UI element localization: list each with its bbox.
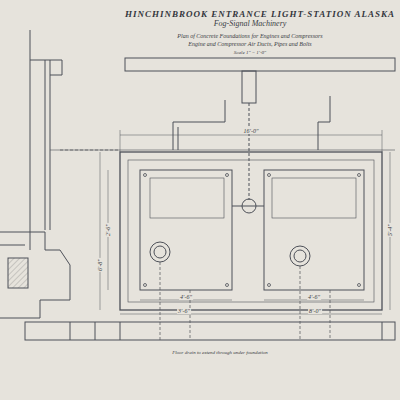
dimension: 6'-8" — [97, 258, 103, 272]
dimension: 4'-6" — [307, 294, 321, 300]
drawing-subtitle: Scale 1" = 1'-0" — [233, 50, 267, 55]
drawing-subtitle: Engine and Compressor Air Ducts, Pipes a… — [187, 41, 312, 47]
dimension: 4'-6" — [179, 294, 193, 300]
note: Floor drain to extend through under foun… — [171, 350, 269, 355]
dimension: 2'-6" — [105, 223, 111, 237]
dimension: 5'-4" — [387, 223, 393, 237]
drawing-title: HINCHINBROOK ENTRANCE LIGHT-STATION ALAS… — [125, 10, 395, 19]
dimension: 8'-0" — [308, 308, 322, 314]
drawing-subtitle: Fog-Signal Machinery — [213, 20, 288, 28]
drawing-subtitle: Plan of Concrete Foundations for Engines… — [176, 33, 323, 39]
dimension: 16'-0" — [243, 128, 260, 134]
dimension: 3'-6" — [177, 308, 191, 314]
